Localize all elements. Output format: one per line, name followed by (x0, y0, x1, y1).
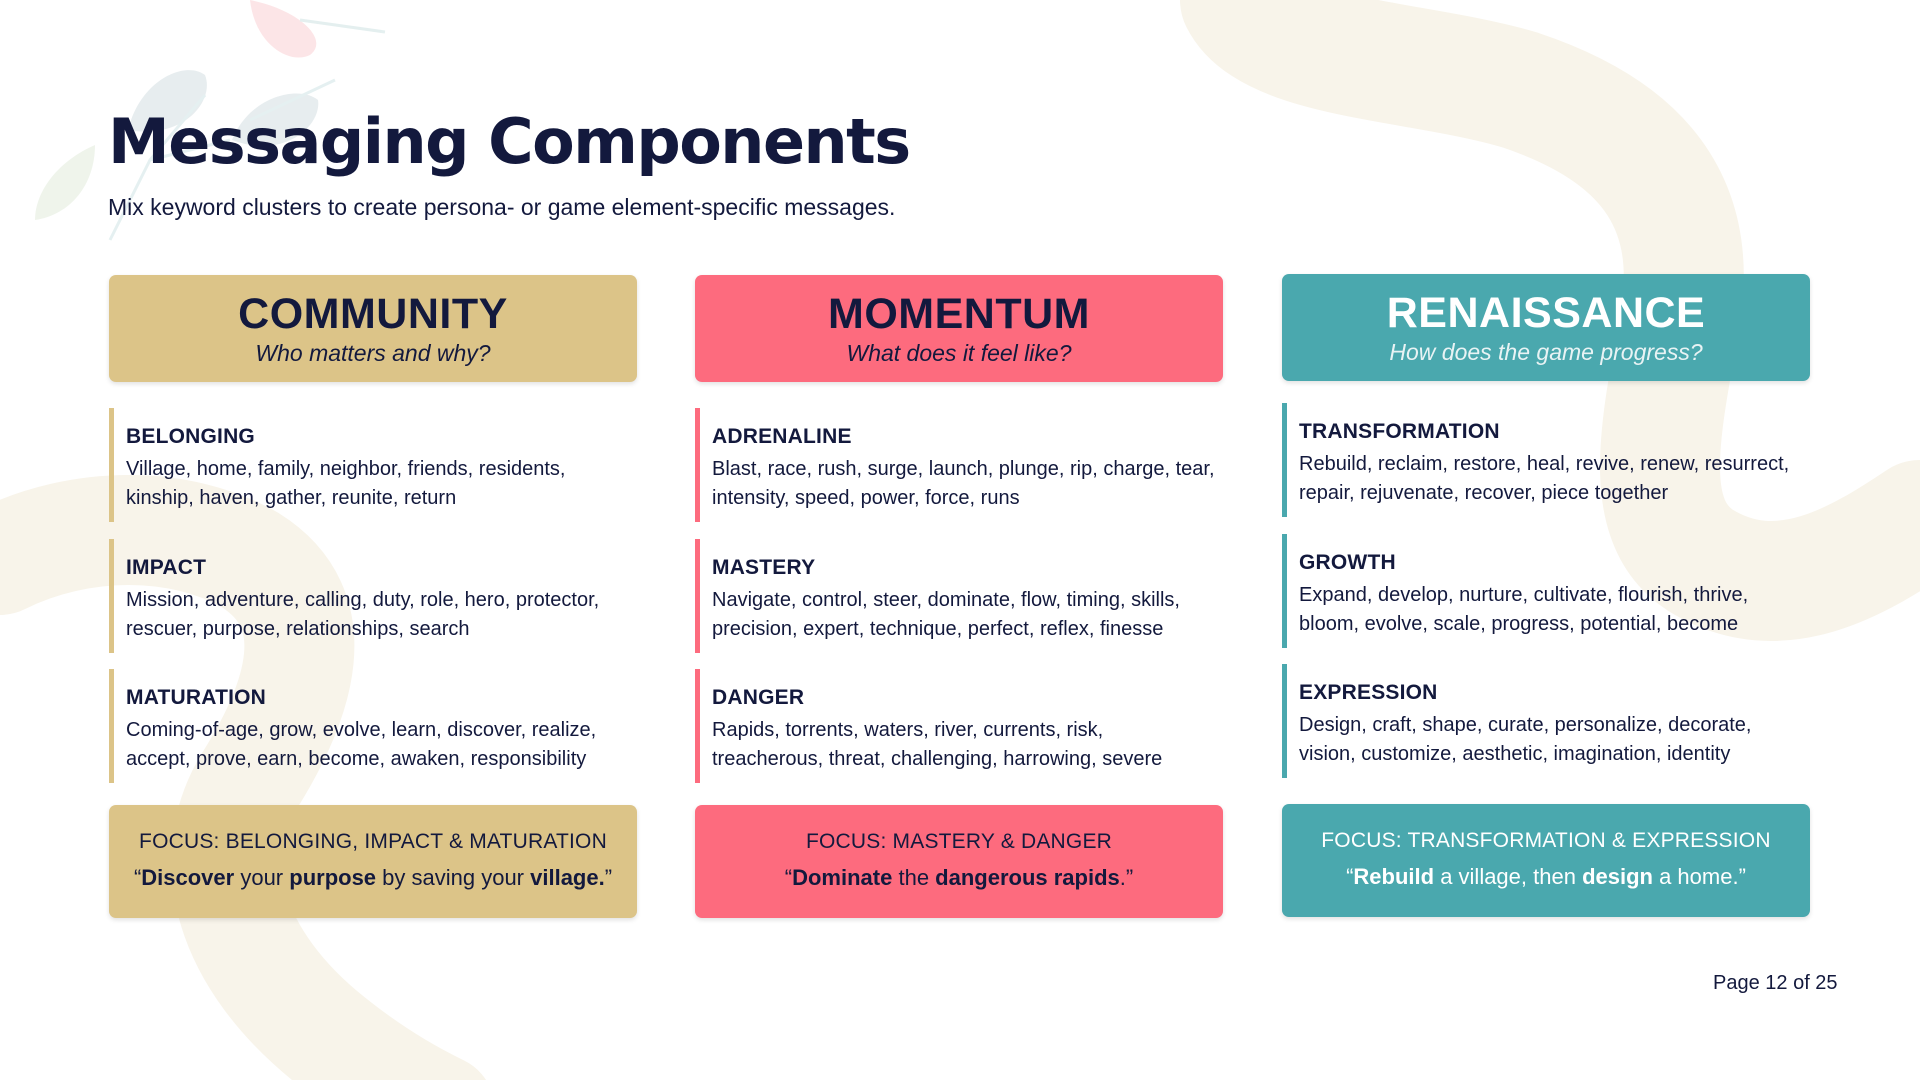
focus-label: FOCUS: TRANSFORMATION & EXPRESSION (1321, 829, 1771, 852)
cluster-keywords: Rapids, torrents, waters, river, current… (712, 719, 1163, 770)
cluster-adrenaline: ADRENALINE Blast, race, rush, surge, lau… (695, 408, 1228, 522)
cluster-growth: GROWTH Expand, develop, nurture, cultiva… (1282, 534, 1815, 648)
community-title: COMMUNITY (238, 290, 508, 338)
cluster-title: GROWTH (1299, 551, 1396, 574)
renaissance-header-card: RENAISSANCE How does the game progress? (1282, 274, 1810, 381)
cluster-keywords: Mission, adventure, calling, duty, role,… (126, 589, 600, 640)
decor-leaves (35, 0, 386, 241)
cluster-title: EXPRESSION (1299, 681, 1438, 704)
focus-quote: “Rebuild a village, then design a home.” (1346, 864, 1746, 889)
quote-keyword: Discover (141, 865, 235, 890)
cluster-belonging: BELONGING Village, home, family, neighbo… (109, 408, 642, 522)
renaissance-question: How does the game progress? (1389, 339, 1703, 365)
cluster-title: ADRENALINE (712, 425, 852, 448)
cluster-title: DANGER (712, 686, 805, 709)
cluster-mastery: MASTERY Navigate, control, steer, domina… (695, 539, 1228, 653)
cluster-transformation: TRANSFORMATION Rebuild, reclaim, restore… (1282, 403, 1815, 517)
page-number: Page 12 of 25 (1713, 972, 1838, 994)
cluster-title: TRANSFORMATION (1299, 420, 1500, 443)
leaf-green-icon (35, 145, 95, 220)
decor-swirl-bottom-left (0, 475, 486, 1080)
renaissance-title: RENAISSANCE (1386, 289, 1706, 337)
focus-label: FOCUS: MASTERY & DANGER (805, 830, 1113, 853)
cluster-impact: IMPACT Mission, adventure, calling, duty… (109, 539, 642, 653)
momentum-header-card: MOMENTUM What does it feel like? (695, 275, 1223, 382)
cluster-keywords: Blast, race, rush, surge, launch, plunge… (712, 458, 1215, 509)
quote-keyword: dangerous rapids (935, 865, 1120, 890)
leaf-pink-icon (250, 0, 317, 58)
page-subtitle: Mix keyword clusters to create persona- … (108, 194, 896, 220)
quote-keyword: purpose (289, 865, 377, 890)
cluster-keywords: Expand, develop, nurture, cultivate, flo… (1299, 584, 1749, 635)
cluster-title: IMPACT (126, 556, 207, 579)
cluster-danger: DANGER Rapids, torrents, waters, river, … (695, 669, 1228, 783)
cluster-keywords: Rebuild, reclaim, restore, heal, revive,… (1299, 453, 1790, 504)
momentum-title: MOMENTUM (828, 290, 1090, 338)
community-focus-card: FOCUS: BELONGING, IMPACT & MATURATION “D… (109, 805, 637, 918)
leaf-stem-1 (299, 18, 386, 34)
cluster-keywords: Design, craft, shape, curate, personaliz… (1299, 714, 1752, 765)
cluster-title: BELONGING (126, 425, 255, 448)
cluster-keywords: Village, home, family, neighbor, friends… (126, 458, 566, 509)
cluster-expression: EXPRESSION Design, craft, shape, curate,… (1282, 664, 1815, 778)
community-question: Who matters and why? (255, 340, 491, 366)
cluster-title: MATURATION (126, 686, 267, 709)
focus-quote: “Discover your purpose by saving your vi… (133, 865, 613, 890)
momentum-question: What does it feel like? (846, 340, 1072, 366)
quote-keyword: Rebuild (1353, 864, 1435, 889)
focus-quote: “Dominate the dangerous rapids.” (784, 865, 1134, 890)
leaf-stem-2 (108, 78, 336, 241)
community-header-card: COMMUNITY Who matters and why? (109, 275, 637, 382)
cluster-maturation: MATURATION Coming-of-age, grow, evolve, … (109, 669, 642, 783)
cluster-title: MASTERY (712, 556, 816, 579)
cluster-keywords: Coming-of-age, grow, evolve, learn, disc… (126, 719, 597, 770)
page-title: Messaging Components (108, 105, 911, 178)
focus-label: FOCUS: BELONGING, IMPACT & MATURATION (139, 830, 607, 853)
quote-keyword: design (1582, 864, 1653, 889)
momentum-focus-card: FOCUS: MASTERY & DANGER “Dominate the da… (695, 805, 1223, 918)
quote-keyword: village. (530, 865, 605, 890)
quote-keyword: Dominate (792, 865, 893, 890)
leaf-grey-icon-2 (232, 93, 319, 146)
renaissance-focus-card: FOCUS: TRANSFORMATION & EXPRESSION “Rebu… (1282, 804, 1810, 917)
cluster-keywords: Navigate, control, steer, dominate, flow… (712, 589, 1180, 640)
